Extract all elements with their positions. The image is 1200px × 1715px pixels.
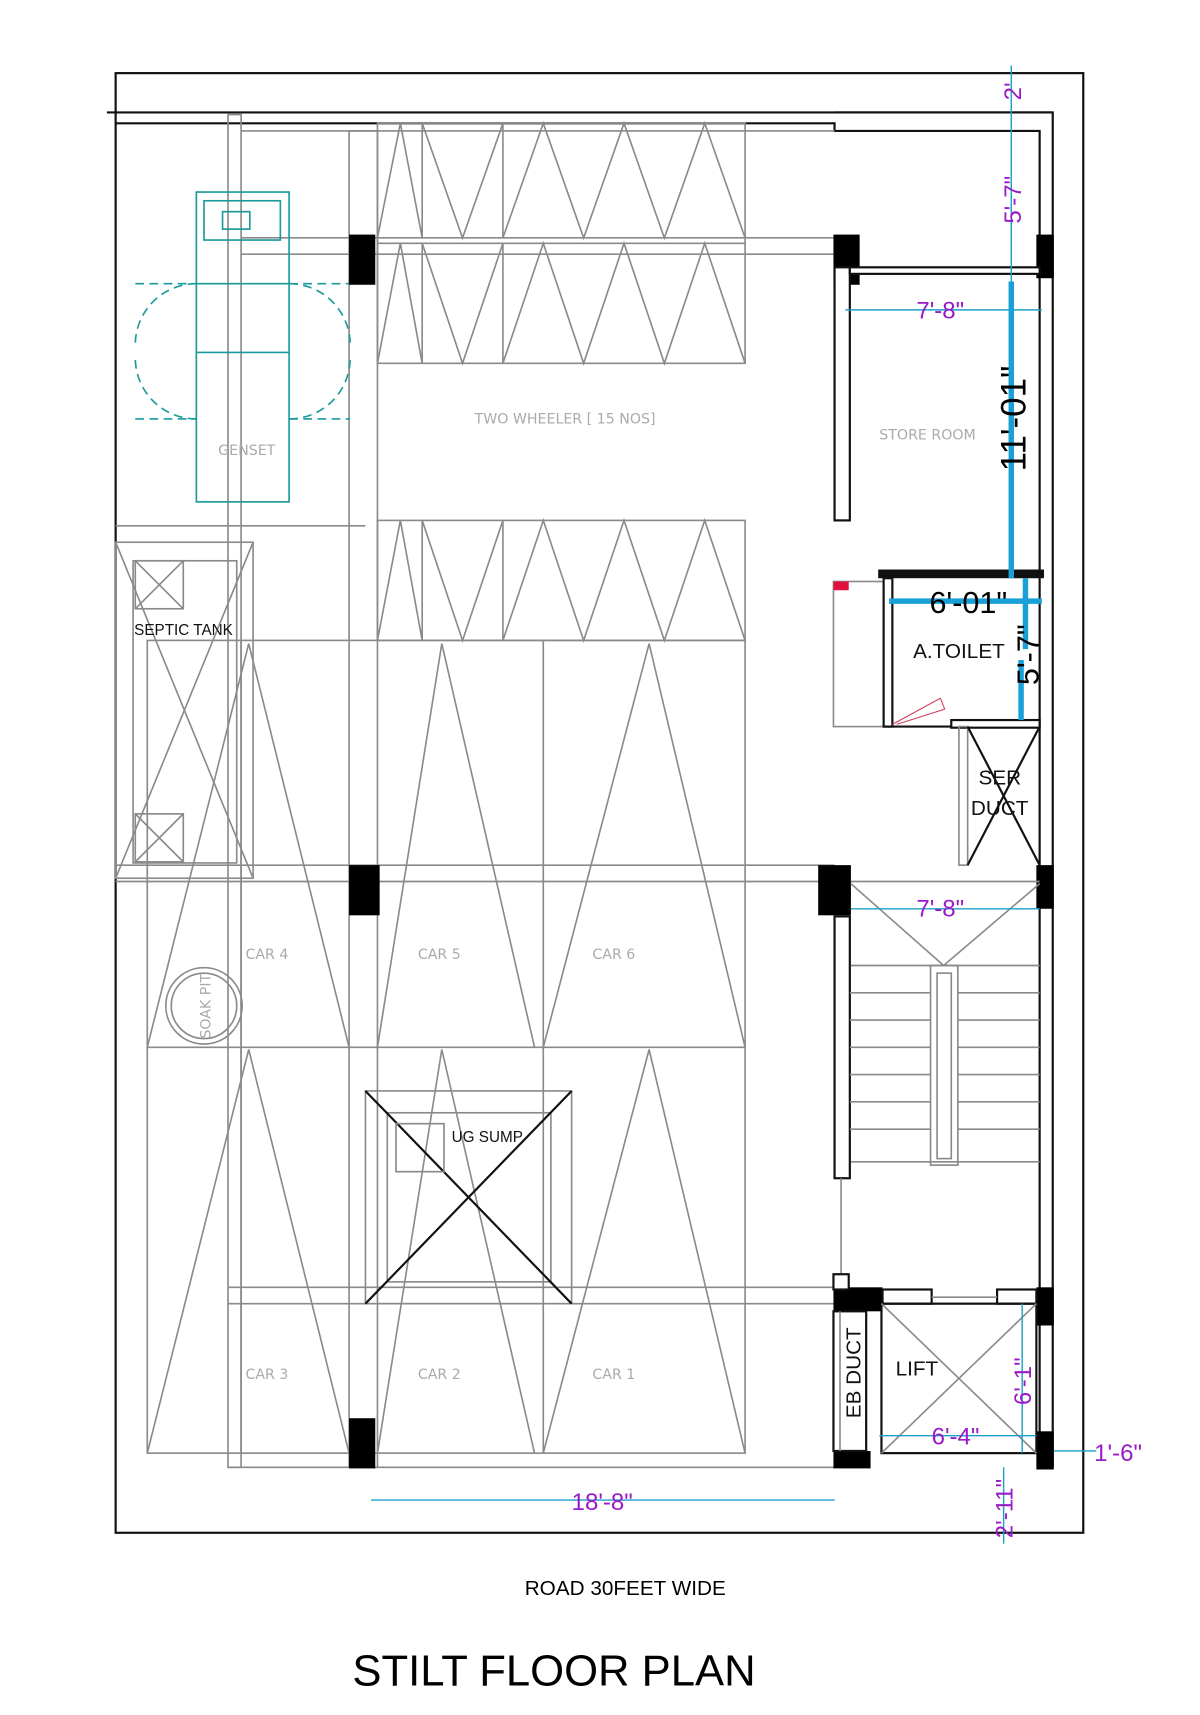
- ug-sump: [364, 1090, 573, 1305]
- dim-toilet-width: 6'-01": [929, 586, 1007, 620]
- genset-icon: [134, 191, 351, 503]
- columns: [349, 234, 1054, 1470]
- dim-stair-width: 7'-8": [916, 895, 964, 922]
- dim-side-setback: 1'-6": [1094, 1440, 1142, 1467]
- dim-top-setback: 2': [1000, 82, 1027, 100]
- outer-wall: [834, 111, 1054, 1468]
- ug-sump-label: UG SUMP: [452, 1129, 523, 1146]
- soak-pit-label: SOAK PIT: [199, 973, 215, 1038]
- dim-lift-width: 6'-4": [932, 1423, 980, 1450]
- two-wheeler-label: TWO WHEELER [ 15 NOS]: [474, 411, 656, 427]
- ser-duct-label-1: SER: [979, 766, 1022, 789]
- car6-label: CAR 6: [592, 947, 635, 963]
- store-room-walls: [833, 266, 1044, 579]
- plot-boundary: [114, 72, 1085, 1534]
- ser-duct-label-2: DUCT: [971, 797, 1029, 820]
- dim-store-length: 11'-01": [994, 366, 1033, 472]
- road-label: ROAD 30FEET WIDE: [525, 1577, 726, 1600]
- eb-duct-label: EB DUCT: [843, 1327, 866, 1418]
- highlight-lines: [889, 281, 1042, 721]
- dimension-lines: [370, 65, 1097, 1544]
- soak-pit: [164, 966, 243, 1045]
- staircase: [833, 880, 1041, 1277]
- drawing-title: STILT FLOOR PLAN: [352, 1648, 755, 1696]
- store-room-label: STORE ROOM: [879, 428, 976, 444]
- dim-parking-width: 18'-8": [572, 1489, 633, 1516]
- two-wheeler-parking-bays: [376, 120, 746, 643]
- septic-tank: [114, 541, 254, 880]
- septic-tank-label: SEPTIC TANK: [134, 622, 234, 639]
- dim-store-width: 7'-8": [916, 298, 964, 325]
- genset-label: GENSET: [218, 443, 275, 459]
- car-parking-bays: [146, 639, 746, 1454]
- service-duct: [958, 725, 1041, 866]
- dim-lift-depth: 6'-1": [1010, 1357, 1037, 1405]
- toilet-label: A.TOILET: [913, 640, 1005, 663]
- dim-toilet-depth: 5'-7": [1012, 624, 1046, 685]
- car3-label: CAR 3: [245, 1367, 288, 1383]
- dim-store-depth: 5'-7": [1000, 176, 1027, 224]
- car1-label: CAR 1: [592, 1367, 635, 1383]
- dim-front-setback: 2'-11": [991, 1479, 1018, 1538]
- lift-label: LIFT: [896, 1358, 939, 1381]
- lift-shaft: [832, 1273, 1038, 1455]
- car2-label: CAR 2: [418, 1367, 461, 1383]
- car4-label: CAR 4: [245, 947, 288, 963]
- building-outline: [115, 122, 1041, 1451]
- car5-label: CAR 5: [418, 947, 461, 963]
